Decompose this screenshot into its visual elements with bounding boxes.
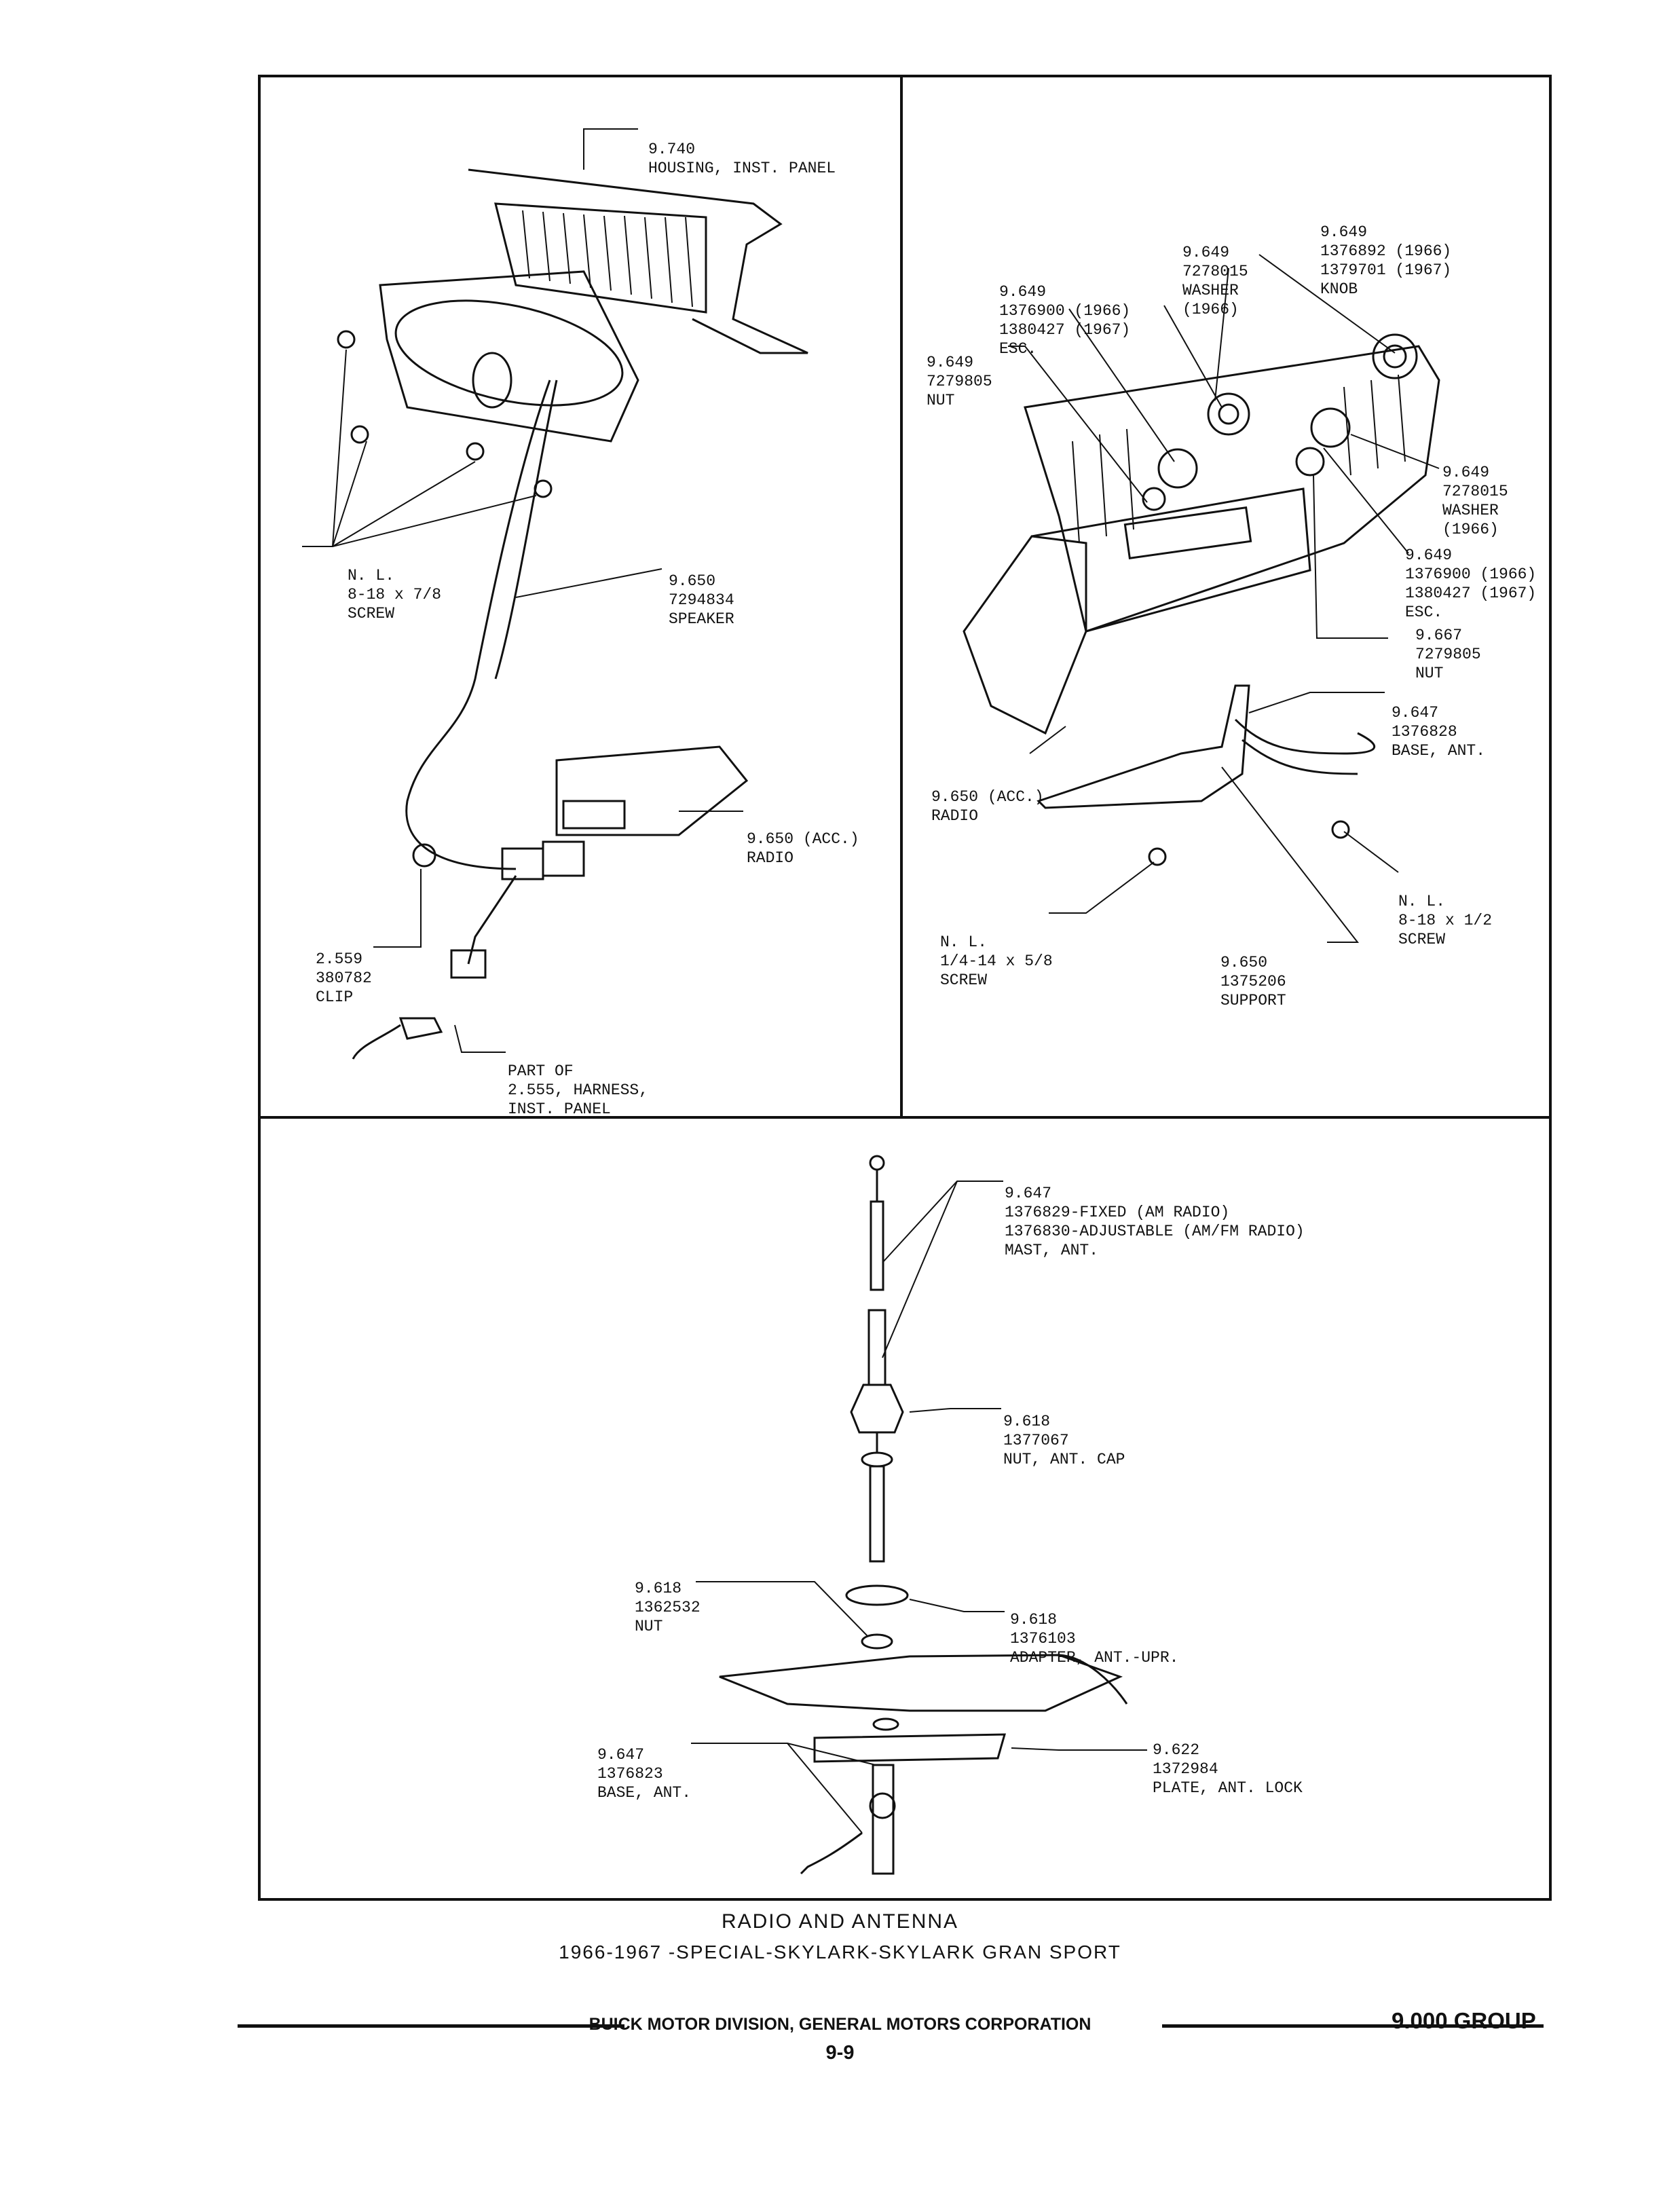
label-radio-acc: 9.650 (ACC.)RADIO xyxy=(931,788,1044,825)
radio-drawing xyxy=(963,254,1440,943)
speaker-drawing xyxy=(302,128,808,1060)
footer-rule-right xyxy=(1162,2024,1544,2028)
speaker-frame xyxy=(379,270,639,443)
harness-connector xyxy=(450,949,487,979)
radio-dial xyxy=(1123,506,1252,559)
knob-left xyxy=(1207,392,1250,436)
housing-grille xyxy=(494,202,707,314)
antenna-nut xyxy=(861,1633,893,1650)
mast-tip xyxy=(869,1155,885,1171)
label-radio: 9.650 (ACC.)RADIO xyxy=(747,830,859,867)
fender-panel xyxy=(719,1654,1123,1712)
radio-body xyxy=(555,745,749,836)
footer-rule-left xyxy=(238,2024,624,2028)
lock-plate xyxy=(813,1733,1006,1763)
mast-lower xyxy=(867,1309,886,1386)
adapter xyxy=(845,1584,909,1606)
knob-right xyxy=(1372,333,1418,379)
caption-title: RADIO AND ANTENNA xyxy=(721,1910,959,1933)
antenna-drawing xyxy=(691,1155,1147,1875)
speaker-magnet xyxy=(472,352,512,409)
escutcheon-left xyxy=(1157,448,1198,489)
escutcheon-right xyxy=(1310,407,1351,448)
panel-divider-horizontal xyxy=(258,1116,1552,1119)
mast-upper xyxy=(870,1200,884,1291)
footer-division: BUICK MOTOR DIVISION, GENERAL MOTORS COR… xyxy=(589,2015,1091,2034)
instrument-panel xyxy=(1024,345,1440,633)
radio-socket xyxy=(562,800,626,830)
lead-in xyxy=(800,1832,863,1875)
support-bracket xyxy=(1037,684,1250,809)
antenna-base xyxy=(872,1764,895,1875)
speaker-cone xyxy=(394,299,624,407)
housing-outline xyxy=(468,168,808,354)
threaded-stud xyxy=(869,1465,885,1563)
panel-divider-vertical xyxy=(900,75,903,1117)
cap-nut xyxy=(850,1383,904,1434)
footer-page-number: 9-9 xyxy=(825,2042,855,2064)
figure-frame xyxy=(258,75,1552,1901)
antenna-lead xyxy=(1234,718,1375,755)
footer-group: 9.000 GROUP xyxy=(1392,2008,1536,2033)
caption-subtitle: 1966-1967 -SPECIAL-SKYLARK-SKYLARK GRAN … xyxy=(559,1941,1121,1963)
